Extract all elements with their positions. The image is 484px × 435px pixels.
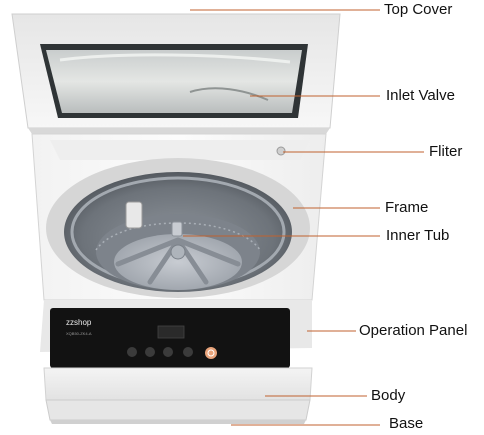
leader-lines (183, 9, 424, 426)
model-number: XQB50-ZK4-A (66, 331, 92, 336)
body (43, 367, 313, 401)
label-frame: Frame (385, 199, 429, 216)
label-top-cover: Top Cover (384, 1, 453, 18)
label-filter: Fliter (429, 143, 463, 160)
label-operation-panel: Operation Panel (359, 322, 468, 339)
base (45, 399, 311, 424)
label-base: Base (389, 415, 424, 432)
top-cover (11, 13, 341, 134)
filter (276, 146, 286, 156)
brand-logo: zzshop (66, 318, 92, 327)
operation-panel (40, 300, 312, 368)
label-inner-tub: Inner Tub (386, 227, 450, 244)
power-button (205, 347, 217, 359)
label-body: Body (371, 387, 406, 404)
label-inlet-valve: Inlet Valve (386, 87, 455, 104)
inner-tub (46, 158, 310, 298)
